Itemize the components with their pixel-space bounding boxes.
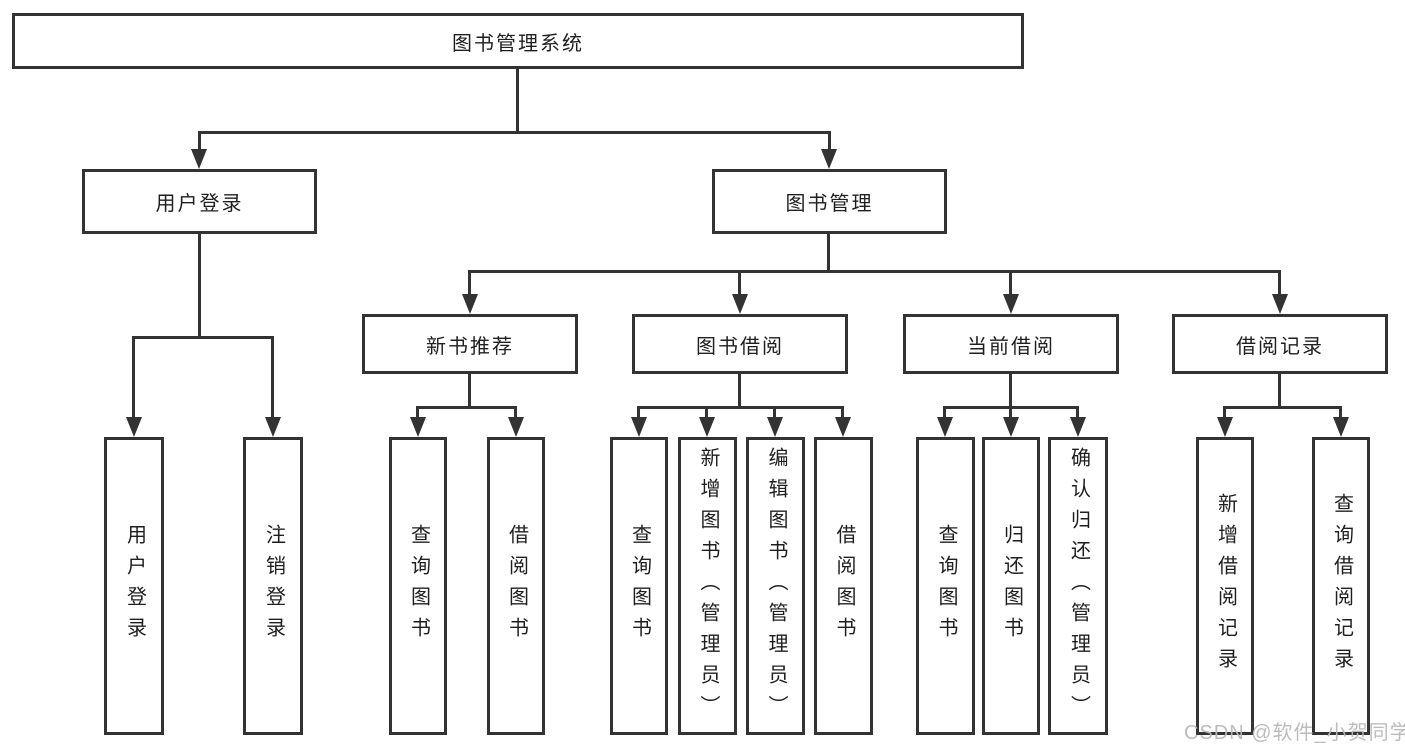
node-label: 当前借阅 <box>967 335 1055 358</box>
connector-root-rail <box>198 131 831 134</box>
connector-stem <box>738 270 741 296</box>
connector-stem <box>1278 270 1281 296</box>
connector-newbook-rail <box>416 406 517 409</box>
node-book-borrowing: 图书借阅 <box>632 314 848 374</box>
connector-records-trunk <box>1278 374 1281 408</box>
arrowhead <box>631 417 647 437</box>
connector-current-trunk <box>1009 374 1012 408</box>
leaf-label: 用户登录 <box>123 524 146 648</box>
node-label: 新书推荐 <box>426 335 514 358</box>
leaf-label: 新增图书（管理员） <box>697 446 719 726</box>
leaf-current-return-books: 归还图书 <box>982 437 1040 735</box>
leaf-label: 确认归还（管理员） <box>1067 446 1090 726</box>
leaf-label: 新增借阅记录 <box>1214 493 1237 679</box>
leaf-label: 借阅图书 <box>505 524 528 648</box>
arrowhead <box>732 294 748 314</box>
arrowhead <box>835 417 851 437</box>
connector-stem <box>1009 270 1012 296</box>
arrowhead <box>1333 417 1349 437</box>
connector-stem <box>773 406 776 419</box>
arrowhead <box>410 417 426 437</box>
node-label: 图书借阅 <box>696 335 784 358</box>
arrowhead <box>1003 417 1019 437</box>
node-user-login-branch: 用户登录 <box>82 169 317 234</box>
arrowhead <box>699 417 715 437</box>
leaf-label: 编辑图书（管理员） <box>765 446 787 726</box>
connector-root-trunk <box>516 69 519 133</box>
arrowhead <box>1003 294 1019 314</box>
leaf-label: 查询图书 <box>407 524 430 648</box>
leaf-records-add-record: 新增借阅记录 <box>1196 437 1254 735</box>
connector-userlogin-rail <box>132 336 274 339</box>
csdn-watermark: CSDN @软件_小贺同学 <box>1184 722 1405 744</box>
arrowhead <box>126 417 142 437</box>
leaf-current-query-books: 查询图书 <box>916 437 975 735</box>
leaf-label: 归还图书 <box>1000 524 1023 648</box>
connector-stem <box>841 406 844 419</box>
leaf-user-login: 用户登录 <box>104 437 164 735</box>
connector-stem <box>705 406 708 419</box>
leaf-label: 查询借阅记录 <box>1330 493 1353 679</box>
arrowhead <box>821 149 837 169</box>
connector-stem <box>828 131 831 151</box>
connector-records-rail <box>1223 406 1342 409</box>
leaf-newbook-query-books: 查询图书 <box>389 437 447 735</box>
connector-stem <box>271 336 274 419</box>
arrowhead <box>937 417 953 437</box>
leaf-current-confirm-return-admin: 确认归还（管理员） <box>1048 437 1108 735</box>
connector-borrow-trunk <box>738 374 741 408</box>
node-borrowing-records: 借阅记录 <box>1172 314 1388 374</box>
leaf-borrow-query-books: 查询图书 <box>610 437 668 735</box>
connector-stem <box>1009 406 1012 419</box>
connector-newbook-trunk <box>468 374 471 408</box>
connector-stem <box>132 336 135 419</box>
connector-userlogin-trunk <box>198 234 201 339</box>
node-label: 借阅记录 <box>1236 335 1324 358</box>
node-label: 图书管理 <box>785 193 874 215</box>
leaf-records-query-record: 查询借阅记录 <box>1312 437 1370 735</box>
leaf-label: 借阅图书 <box>833 524 855 648</box>
node-book-management-branch: 图书管理 <box>712 169 947 234</box>
leaf-borrow-edit-books-admin: 编辑图书（管理员） <box>746 437 805 735</box>
leaf-label: 查询图书 <box>935 524 957 648</box>
node-current-borrowing: 当前借阅 <box>903 314 1119 374</box>
leaf-borrow-borrow-books: 借阅图书 <box>814 437 873 735</box>
connector-borrow-rail <box>637 406 844 409</box>
arrowhead <box>1272 294 1288 314</box>
arrowhead <box>508 417 524 437</box>
arrowhead <box>462 294 478 314</box>
connector-stem <box>1223 406 1226 419</box>
connector-stem <box>1076 406 1079 419</box>
connector-bookmgmt-trunk <box>827 234 830 273</box>
connector-stem <box>943 406 946 419</box>
node-root-system: 图书管理系统 <box>12 13 1024 69</box>
node-root-label: 图书管理系统 <box>452 32 584 55</box>
leaf-label: 查询图书 <box>628 524 651 648</box>
connector-stem <box>468 270 471 296</box>
connector-stem <box>1339 406 1342 419</box>
leaf-borrow-add-books-admin: 新增图书（管理员） <box>678 437 737 735</box>
arrowhead <box>767 417 783 437</box>
arrowhead <box>191 149 207 169</box>
connector-stem <box>637 406 640 419</box>
connector-bookmgmt-rail <box>468 270 1281 273</box>
leaf-label: 注销登录 <box>262 524 285 648</box>
connector-stem <box>198 131 201 151</box>
node-new-book-recommend: 新书推荐 <box>362 314 578 374</box>
arrowhead <box>1217 417 1233 437</box>
arrowhead <box>265 417 281 437</box>
node-label: 用户登录 <box>155 193 244 215</box>
leaf-newbook-borrow-books: 借阅图书 <box>487 437 545 735</box>
connector-stem <box>416 406 419 419</box>
arrowhead <box>1070 417 1086 437</box>
connector-stem <box>514 406 517 419</box>
leaf-logout: 注销登录 <box>243 437 303 735</box>
